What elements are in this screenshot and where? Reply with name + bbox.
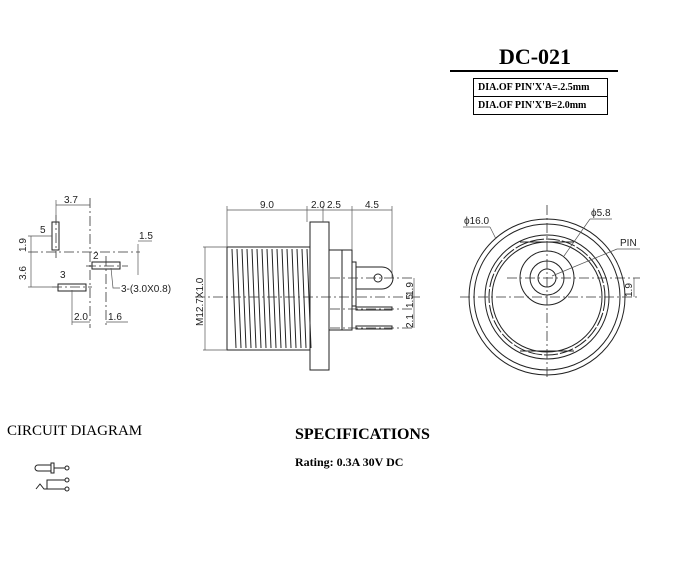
svg-text:4.5: 4.5 [365,200,379,211]
side-view: 9.0 2.0 2.5 4.5 M12.7X1.0 1.9 1.5 2.1 [195,200,420,371]
thread-line [246,248,252,349]
svg-text:1.5: 1.5 [139,231,153,242]
svg-text:3-(3.0X0.8): 3-(3.0X0.8) [121,284,171,295]
specifications-heading: SPECIFICATIONS [295,426,430,443]
part-number-title: DC-021 [498,44,572,69]
svg-text:5: 5 [40,225,46,236]
svg-text:2.1: 2.1 [405,314,416,328]
pinout-view: 3.7 1.9 3.6 1.5 2.0 1.6 5 2 3 3-(3.0X0.8… [18,195,171,328]
circuit-symbol [34,462,70,492]
svg-text:1.9: 1.9 [18,238,29,252]
svg-text:1.5: 1.5 [405,294,416,308]
svg-text:1.9: 1.9 [405,282,416,296]
thread-line [271,248,277,349]
svg-text:2.0: 2.0 [74,312,88,323]
circuit-diagram-heading: CIRCUIT DIAGRAM [7,423,143,439]
front-view: ϕ16.0 ϕ5.8 PIN 1.9 [460,205,640,380]
svg-text:2.0: 2.0 [311,200,325,211]
pin-spec-a: DIA.OF PIN'X'A=.2.5mm [478,82,590,93]
svg-text:2.5: 2.5 [327,200,341,211]
thread-line [241,248,247,349]
thread-line [281,248,287,349]
svg-text:2: 2 [93,251,99,262]
thread-line [251,248,257,349]
thread-line [231,248,237,349]
thread-line [256,248,262,349]
pin-spec-b: DIA.OF PIN'X'B=2.0mm [474,96,607,114]
svg-text:ϕ5.8: ϕ5.8 [591,208,611,219]
title-underline [450,70,618,72]
thread-line [286,248,292,349]
svg-text:1.6: 1.6 [108,312,122,323]
svg-text:3.7: 3.7 [64,195,78,206]
pin-spec-table: DIA.OF PIN'X'A=.2.5mm DIA.OF PIN'X'B=2.0… [473,78,608,115]
thread-line [296,248,302,349]
pin-3 [57,283,87,292]
svg-text:ϕ16.0: ϕ16.0 [464,216,490,227]
svg-text:1.9: 1.9 [624,283,635,297]
rating-text: Rating: 0.3A 30V DC [295,455,404,469]
thread-line [261,248,267,349]
svg-text:M12.7X1.0: M12.7X1.0 [195,277,206,326]
svg-text:PIN: PIN [620,238,637,249]
thread-line [291,248,297,349]
pin-5 [51,221,60,251]
thread-line [276,248,282,349]
svg-text:3.6: 3.6 [18,266,29,280]
thread-line [266,248,272,349]
thread-line [301,248,307,349]
svg-text:3: 3 [60,270,66,281]
thread-line [236,248,242,349]
svg-text:9.0: 9.0 [260,200,274,211]
